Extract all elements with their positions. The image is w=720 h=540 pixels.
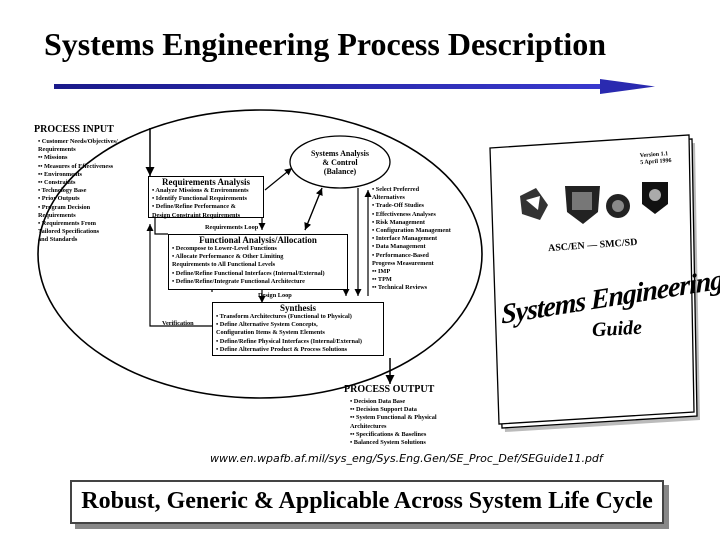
list-item: • Identify Functional Requirements [152, 195, 247, 203]
list-item: • Prior Outputs [38, 195, 80, 203]
list-item: •• Specifications & Baselines [350, 430, 427, 438]
guide-version: Version 1.1 5 April 1996 [640, 151, 672, 167]
list-item: •• Technical Reviews [372, 284, 428, 292]
list-item: Tailored Specifications [38, 228, 100, 236]
se-guide-book [489, 134, 700, 432]
list-item: Configuration Items & System Elements [216, 329, 325, 337]
systems-analysis-list: • Select Preferred Alternatives • Trade-… [372, 186, 451, 293]
list-item: •• IMP [372, 268, 391, 276]
list-item: • Risk Management [372, 218, 425, 226]
list-item: • Define/Refine/Integrate Functional Arc… [172, 277, 305, 285]
list-item: • Performance-Based [372, 251, 429, 259]
list-item: •• TPM [372, 276, 392, 284]
shield-icon [565, 186, 600, 224]
list-item: • Requirements From [38, 220, 96, 228]
guide-subtitle: Guide [591, 316, 643, 342]
list-item: • Interface Management [372, 235, 438, 243]
list-item: • Effectiveness Analyses [372, 210, 436, 218]
systems-analysis-oval [289, 135, 391, 189]
functional-analysis-box: Functional Analysis/Allocation • Decompo… [168, 234, 348, 290]
list-item: • Trade-Off Studies [372, 202, 424, 210]
list-item: •• System Functional & Physical [350, 414, 437, 422]
requirements-analysis-title: Requirements Analysis [161, 177, 251, 187]
list-item: • Configuration Management [372, 227, 451, 235]
list-item: •• Constraints [38, 179, 76, 187]
title-underline-arrow [54, 79, 655, 94]
list-item: • Define/Refine Performance & [152, 203, 236, 211]
list-item: • Analyze Missions & Environments [152, 187, 249, 194]
requirements-loop-label: Requirements Loop [205, 224, 259, 231]
list-item: and Standards [38, 236, 78, 244]
process-input-heading: PROCESS INPUT [34, 124, 114, 135]
list-item: • Define Alternative System Concepts, [216, 321, 318, 329]
list-item: • Define/Refine Functional Interfaces (I… [172, 269, 325, 277]
badge-icon [606, 194, 630, 218]
list-item: Design Constraint Requirements [152, 211, 241, 219]
synthesis-box: Synthesis • Transform Architectures (Fun… [212, 302, 384, 356]
list-item: Alternatives [372, 194, 405, 202]
list-item: • Allocate Performance & Other Limiting [172, 253, 284, 261]
process-boundary-ellipse [37, 109, 483, 399]
list-item: • Program Decision [38, 203, 91, 211]
list-item: •• Decision Support Data [350, 406, 417, 414]
design-loop-label: Design Loop [258, 292, 292, 299]
list-item: • Transform Architectures (Functional to… [216, 313, 352, 320]
list-item: • Decision Data Base [350, 398, 406, 405]
list-item: Requirements to All Functional Levels [172, 261, 276, 269]
list-item: • Define Alternative Product & Process S… [216, 345, 348, 353]
list-item: •• Environments [38, 170, 83, 178]
systems-analysis-line1: Systems Analysis [310, 149, 369, 158]
list-item: Architectures [350, 422, 387, 430]
bottom-banner: Robust, Generic & Applicable Across Syst… [70, 480, 664, 524]
emblem-icon [642, 182, 668, 214]
synthesis-title: Synthesis [279, 303, 316, 313]
seal-icon [520, 188, 548, 220]
process-input-list: • Customer Needs/Objectives/ Requirement… [38, 138, 118, 245]
list-item: •• Measures of Effectiveness [38, 162, 114, 170]
verification-label: Verification [162, 320, 194, 327]
list-item: • Technology Base [38, 187, 87, 195]
functional-analysis-title: Functional Analysis/Allocation [199, 235, 317, 245]
systems-analysis-label: Systems Analysis & Control (Balance) [300, 149, 380, 176]
list-item: • Balanced System Solutions [350, 439, 426, 447]
requirements-analysis-box: Requirements Analysis • Analyze Missions… [148, 176, 264, 219]
list-item: Requirements [38, 146, 76, 154]
list-item: • Select Preferred [372, 186, 420, 193]
slide-title: Systems Engineering Process Description [44, 26, 607, 62]
list-item: • Decompose to Lower-Level Functions [172, 245, 277, 252]
list-item: • Customer Needs/Objectives/ [38, 138, 118, 145]
source-url: www.en.wpafb.af.mil/sys_eng/Sys.Eng.Gen/… [210, 452, 603, 465]
list-item: • Define/Refine Physical Interfaces (Int… [216, 337, 362, 345]
list-item: • Data Management [372, 243, 426, 251]
process-output-list: • Decision Data Base •• Decision Support… [350, 398, 437, 447]
systems-analysis-line2: & Control [322, 158, 358, 167]
list-item: •• Missions [38, 154, 68, 162]
process-output-heading: PROCESS OUTPUT [344, 384, 435, 395]
systems-analysis-line3: (Balance) [323, 167, 357, 176]
list-item: Progress Measurement [372, 259, 434, 267]
list-item: Requirements [38, 211, 76, 219]
